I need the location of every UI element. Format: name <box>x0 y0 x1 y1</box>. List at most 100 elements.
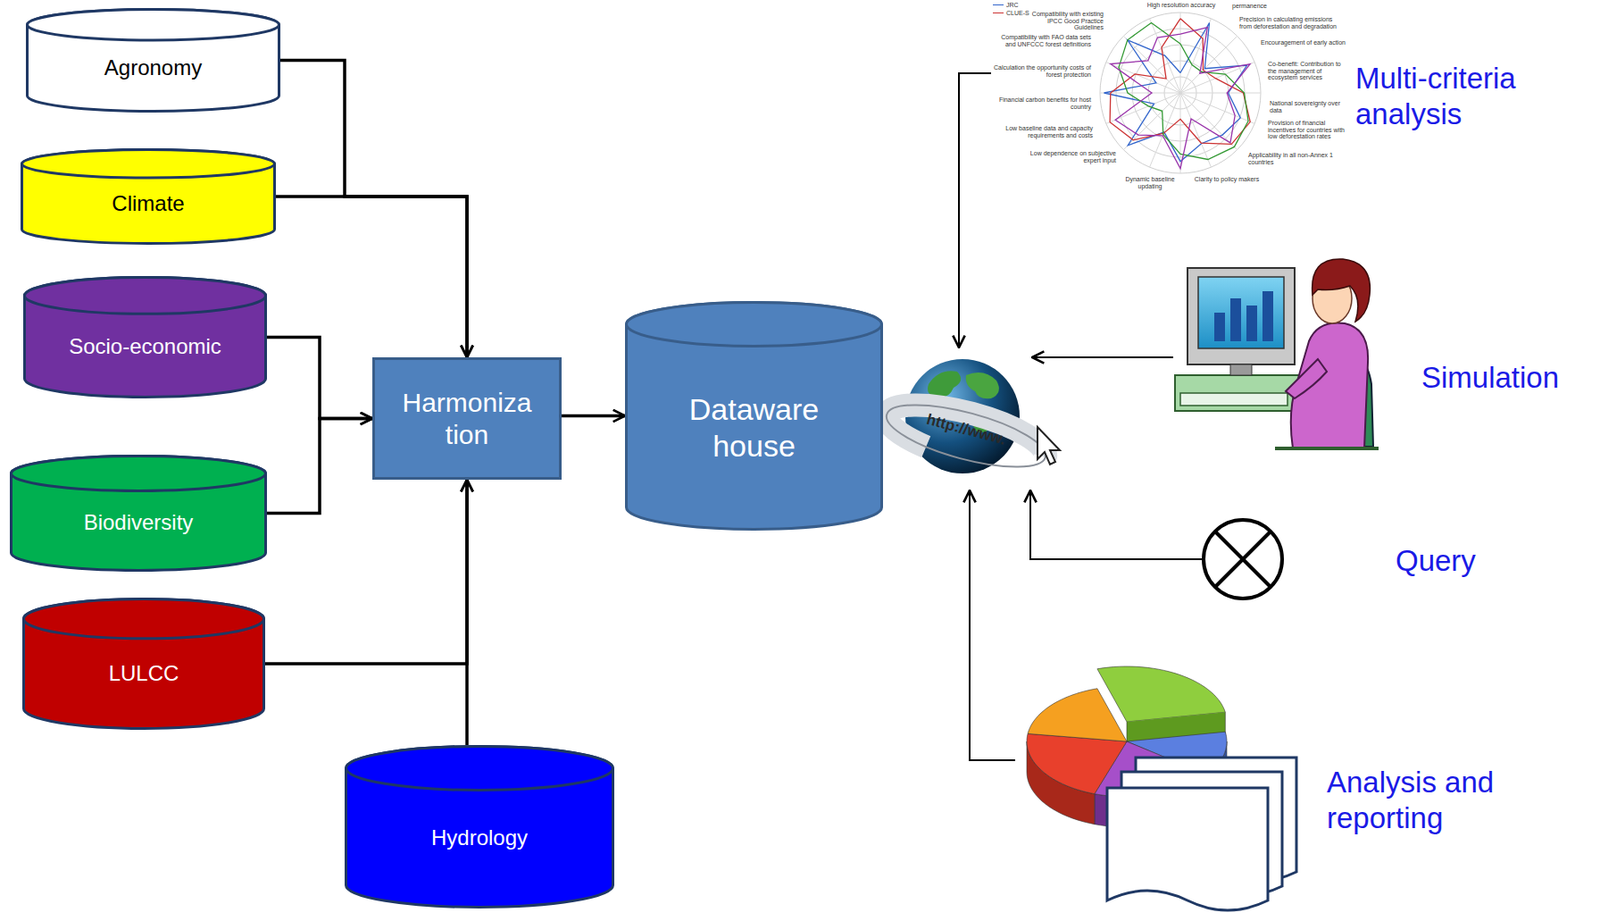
page <box>1107 787 1268 910</box>
cylinder-top <box>22 150 275 179</box>
connector-arrow <box>465 479 469 745</box>
node-label: Harmoniza tion <box>393 386 542 451</box>
radar-spoke <box>1180 92 1261 94</box>
criterion-label: Dynamic baseline updating <box>1114 175 1186 190</box>
hair <box>1312 258 1371 322</box>
criterion-label: Applicability in all non-Annex 1 countri… <box>1248 151 1342 166</box>
tool-icon: Multi-criteria analysis <box>991 0 1340 184</box>
cylinder-body <box>24 599 265 729</box>
cylinder-top <box>11 456 267 492</box>
monitor <box>1187 267 1295 365</box>
criterion-label: Encouragement of early action <box>1260 39 1346 47</box>
connector-arrow <box>969 490 1016 760</box>
database-cylinder: Agronomy <box>25 8 281 113</box>
pie-slice <box>1027 688 1127 742</box>
globe-icon <box>880 358 1060 480</box>
radar-spoke <box>1180 12 1182 93</box>
criterion-label: Co-benefit: Contribution to the manageme… <box>1267 60 1350 82</box>
criterion-label: Precision in calculating emissions from … <box>1239 16 1338 30</box>
criterion-label: Calculation the opportunity costs of for… <box>991 64 1092 78</box>
legend-entry: JRC <box>992 1 1019 9</box>
cross <box>1215 531 1271 587</box>
cylinder-body <box>27 9 280 112</box>
radar-spoke <box>1180 92 1211 167</box>
tool-icon: Simulation <box>1173 259 1378 450</box>
tool-label: Query <box>1395 542 1521 579</box>
criterion-label: Compatibility with FAO data sets and UNF… <box>991 33 1092 48</box>
report-pages <box>1107 757 1297 910</box>
radar-ring <box>1100 12 1261 174</box>
keyboard <box>1180 392 1288 406</box>
node-label: Dataware house <box>665 391 844 465</box>
connector-arrow <box>1032 356 1174 359</box>
node-label: Biodiversity <box>83 509 194 536</box>
criterion-label: Financial carbon benefits for host count… <box>991 96 1092 110</box>
computer-user-icon <box>1175 258 1379 450</box>
radar-spoke <box>1100 92 1181 94</box>
url-text: http://www. <box>924 410 1033 457</box>
connector-arrow <box>280 60 467 359</box>
radar-series <box>1110 27 1250 169</box>
cylinder-top <box>626 302 883 347</box>
database-cylinder: Socio-economic <box>23 275 267 399</box>
cylinder-body <box>22 150 275 244</box>
database-cylinder: LULCC <box>22 597 266 730</box>
bar <box>1262 291 1274 342</box>
box-rect <box>374 358 561 479</box>
legend-entry: CLUE-S <box>992 9 1030 17</box>
url-band <box>880 391 1051 480</box>
cylinder-top <box>24 599 265 639</box>
connector-arrow <box>1030 490 1202 559</box>
arm <box>1285 358 1327 399</box>
pie-slice <box>1026 733 1127 793</box>
criterion-label: Low baseline data and capacity requireme… <box>992 125 1093 139</box>
cylinder-top <box>25 277 267 315</box>
criterion-label: Low dependence on subjective expert inpu… <box>1026 150 1117 164</box>
connector-arrow <box>266 418 373 514</box>
bar <box>1246 305 1258 342</box>
database-cylinder: Hydrology <box>344 744 615 909</box>
cylinder-top <box>346 746 614 791</box>
box-outline <box>372 357 562 480</box>
connector-arrow <box>958 73 992 348</box>
land <box>927 370 961 398</box>
tool-label: Analysis and reporting <box>1326 764 1533 835</box>
node-label: Hydrology <box>431 825 528 851</box>
tool-label: Simulation <box>1421 359 1592 396</box>
cylinder-body <box>626 302 883 530</box>
cross <box>1215 531 1271 587</box>
cylinder-body <box>25 277 267 398</box>
legend-text: JRC <box>1006 1 1019 9</box>
circle <box>1203 519 1283 599</box>
query-symbol <box>1203 519 1283 599</box>
legend-line <box>992 12 1004 14</box>
connector-arrow <box>266 337 373 419</box>
pie-slice <box>1097 666 1225 722</box>
tool-label: Multi-criteria analysis <box>1355 60 1561 132</box>
connector-arrow <box>275 196 467 358</box>
stand <box>1230 364 1252 375</box>
criterion-label: permanence <box>1232 2 1304 10</box>
connector-arrow <box>265 479 467 664</box>
screen <box>1198 276 1284 349</box>
cursor <box>1037 426 1060 465</box>
cylinder-body <box>11 456 267 571</box>
url-band-edge <box>880 391 1051 480</box>
radar-spoke <box>1123 35 1181 93</box>
node-label: Climate <box>111 191 184 217</box>
radar-chart <box>1100 12 1261 174</box>
node-label: LULCC <box>108 660 180 687</box>
tool-icon: Analysis and reporting <box>1015 663 1301 919</box>
radar-spoke <box>1180 35 1238 93</box>
radar-spoke <box>1180 62 1255 93</box>
criterion-label: Compatibility with existing IPCC Good Pr… <box>1028 10 1104 32</box>
criterion-label: Provision of financial incentives for co… <box>1267 119 1350 141</box>
criterion-label: Clarity to policy makers <box>1191 175 1263 184</box>
legend-line <box>992 4 1004 6</box>
criterion-label: National sovereignty over data <box>1269 100 1350 114</box>
bar <box>1230 298 1242 342</box>
database-cylinder: Biodiversity <box>9 454 267 572</box>
land <box>966 372 1000 399</box>
cylinder-body <box>346 746 614 908</box>
warehouse-cylinder: Dataware house <box>625 300 884 531</box>
